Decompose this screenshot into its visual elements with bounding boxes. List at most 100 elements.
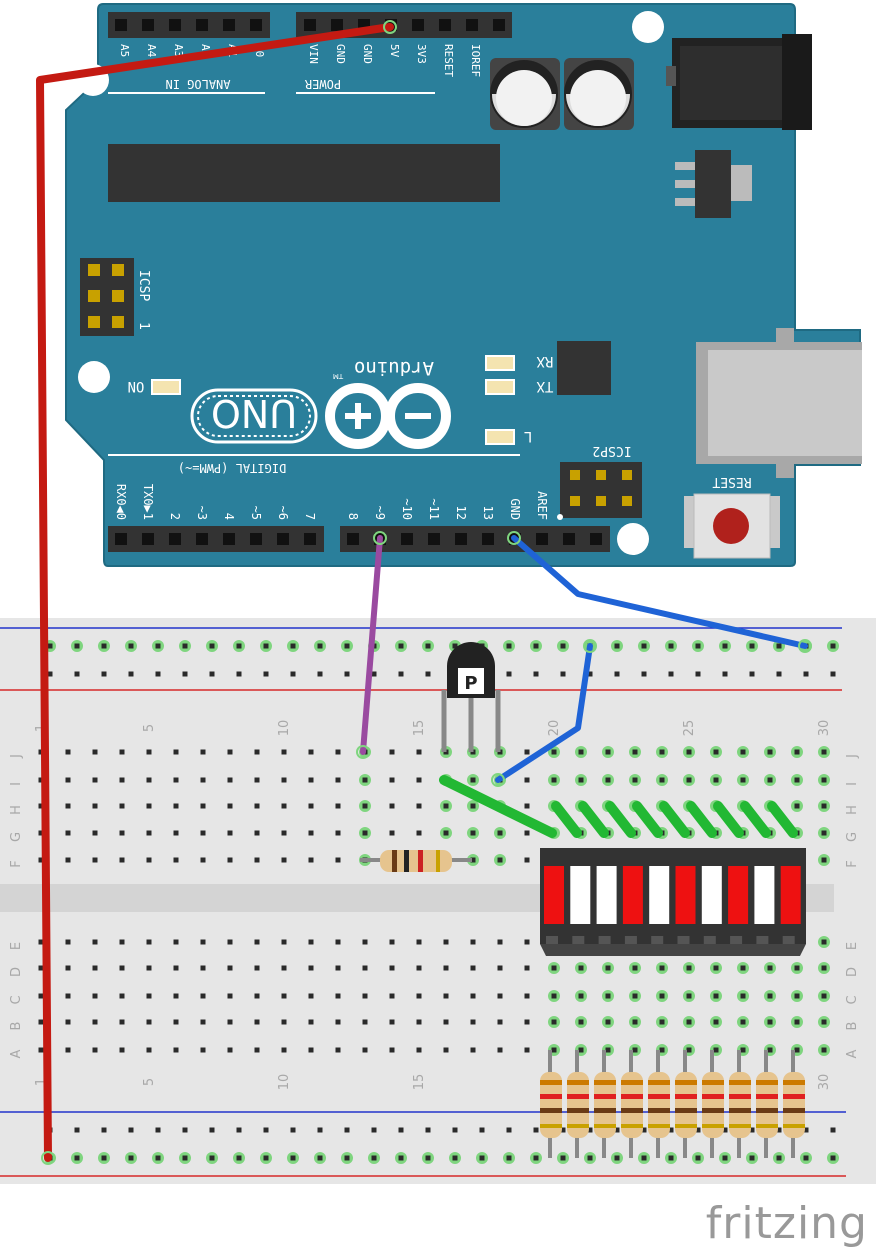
breadboard-hole[interactable]	[551, 749, 557, 755]
breadboard-hole[interactable]	[794, 965, 800, 971]
breadboard-hole[interactable]	[740, 993, 746, 999]
rail-hole[interactable]	[47, 671, 53, 677]
breadboard-hole[interactable]	[281, 803, 287, 809]
breadboard-hole[interactable]	[92, 965, 98, 971]
rail-hole[interactable]	[695, 643, 701, 649]
pin9-purple-wire[interactable]	[360, 535, 383, 755]
breadboard-hole[interactable]	[389, 1019, 395, 1025]
breadboard-hole[interactable]	[362, 965, 368, 971]
breadboard-hole[interactable]	[578, 1047, 584, 1053]
rail-hole[interactable]	[317, 671, 323, 677]
rail-hole[interactable]	[641, 643, 647, 649]
breadboard-hole[interactable]	[659, 777, 665, 783]
breadboard-hole[interactable]	[497, 830, 503, 836]
breadboard-hole[interactable]	[821, 830, 827, 836]
rail-hole[interactable]	[182, 1155, 188, 1161]
breadboard-hole[interactable]	[335, 830, 341, 836]
rail-hole[interactable]	[668, 671, 674, 677]
breadboard-hole[interactable]	[200, 749, 206, 755]
rail-hole[interactable]	[668, 1127, 674, 1133]
green-jumper-wire[interactable]	[632, 801, 663, 838]
breadboard-hole[interactable]	[524, 777, 530, 783]
breadboard-hole[interactable]	[335, 939, 341, 945]
rail-hole[interactable]	[641, 671, 647, 677]
breadboard-hole[interactable]	[362, 803, 368, 809]
rail-hole[interactable]	[587, 1155, 593, 1161]
rail-hole[interactable]	[398, 671, 404, 677]
breadboard-hole[interactable]	[227, 857, 233, 863]
rail-hole[interactable]	[74, 1127, 80, 1133]
breadboard-hole[interactable]	[416, 1019, 422, 1025]
breadboard-hole[interactable]	[794, 749, 800, 755]
rail-hole[interactable]	[533, 1155, 539, 1161]
breadboard-hole[interactable]	[767, 965, 773, 971]
breadboard-hole[interactable]	[308, 830, 314, 836]
rail-hole[interactable]	[830, 1127, 836, 1133]
breadboard-hole[interactable]	[119, 939, 125, 945]
breadboard-hole[interactable]	[551, 993, 557, 999]
breadboard-hole[interactable]	[443, 830, 449, 836]
rail-hole[interactable]	[425, 671, 431, 677]
breadboard-hole[interactable]	[821, 993, 827, 999]
breadboard-hole[interactable]	[254, 965, 260, 971]
breadboard-hole[interactable]	[227, 965, 233, 971]
breadboard-hole[interactable]	[740, 749, 746, 755]
breadboard-hole[interactable]	[227, 993, 233, 999]
breadboard-hole[interactable]	[146, 1019, 152, 1025]
breadboard-hole[interactable]	[119, 749, 125, 755]
breadboard-hole[interactable]	[173, 939, 179, 945]
rail-hole[interactable]	[614, 671, 620, 677]
breadboard-hole[interactable]	[38, 803, 44, 809]
rail-hole[interactable]	[101, 1155, 107, 1161]
breadboard-hole[interactable]	[443, 965, 449, 971]
breadboard-hole[interactable]	[740, 1019, 746, 1025]
breadboard-hole[interactable]	[38, 1019, 44, 1025]
breadboard-hole[interactable]	[65, 965, 71, 971]
breadboard-hole[interactable]	[308, 1019, 314, 1025]
breadboard-hole[interactable]	[389, 830, 395, 836]
breadboard-hole[interactable]	[335, 777, 341, 783]
breadboard-hole[interactable]	[551, 777, 557, 783]
breadboard-hole[interactable]	[281, 1019, 287, 1025]
rail-hole[interactable]	[209, 1127, 215, 1133]
breadboard-hole[interactable]	[767, 777, 773, 783]
breadboard-hole[interactable]	[200, 1019, 206, 1025]
rail-hole[interactable]	[830, 643, 836, 649]
breadboard-hole[interactable]	[173, 857, 179, 863]
reset-button[interactable]: RESET	[684, 474, 780, 559]
breadboard-hole[interactable]	[470, 1047, 476, 1053]
rail-hole[interactable]	[47, 643, 53, 649]
breadboard-hole[interactable]	[92, 777, 98, 783]
rail-hole[interactable]	[128, 1127, 134, 1133]
breadboard-hole[interactable]	[821, 803, 827, 809]
rail-hole[interactable]	[776, 1155, 782, 1161]
breadboard-hole[interactable]	[146, 1047, 152, 1053]
rail-hole[interactable]	[398, 1155, 404, 1161]
breadboard-hole[interactable]	[308, 777, 314, 783]
breadboard-hole[interactable]	[281, 749, 287, 755]
breadboard-hole[interactable]	[92, 830, 98, 836]
breadboard-hole[interactable]	[470, 965, 476, 971]
rail-hole[interactable]	[722, 643, 728, 649]
breadboard-hole[interactable]	[416, 965, 422, 971]
rail-hole[interactable]	[182, 1127, 188, 1133]
rail-hole[interactable]	[317, 1127, 323, 1133]
breadboard-hole[interactable]	[281, 857, 287, 863]
breadboard-hole[interactable]	[686, 965, 692, 971]
breadboard-hole[interactable]	[254, 939, 260, 945]
breadboard-hole[interactable]	[254, 803, 260, 809]
breadboard-hole[interactable]	[443, 939, 449, 945]
breadboard-hole[interactable]	[524, 1019, 530, 1025]
breadboard-hole[interactable]	[227, 803, 233, 809]
breadboard-hole[interactable]	[524, 857, 530, 863]
breadboard-hole[interactable]	[38, 965, 44, 971]
rail-hole[interactable]	[641, 1155, 647, 1161]
breadboard-hole[interactable]	[794, 803, 800, 809]
rail-hole[interactable]	[74, 671, 80, 677]
breadboard-hole[interactable]	[362, 993, 368, 999]
breadboard-hole[interactable]	[173, 777, 179, 783]
green-jumper-wire[interactable]	[605, 801, 636, 838]
breadboard-hole[interactable]	[308, 993, 314, 999]
rail-hole[interactable]	[425, 1155, 431, 1161]
rail-hole[interactable]	[155, 671, 161, 677]
